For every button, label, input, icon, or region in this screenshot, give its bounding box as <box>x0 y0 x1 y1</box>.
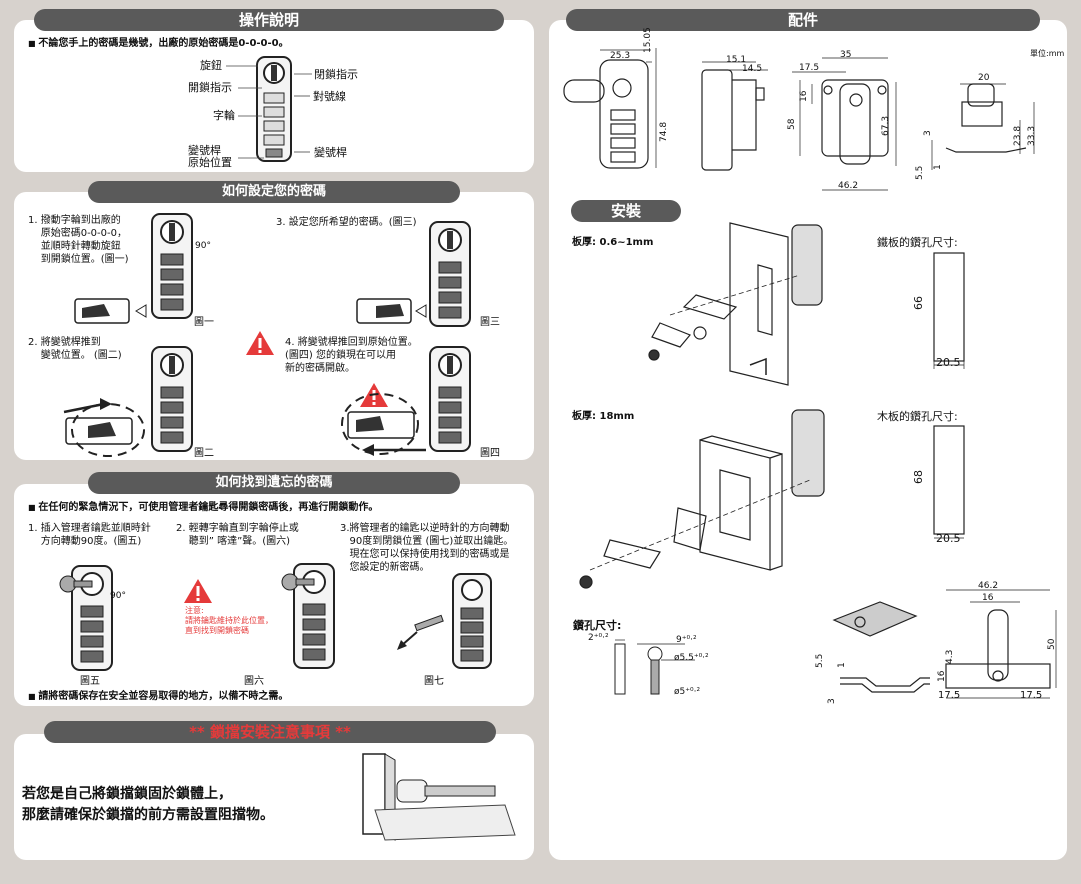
set-step-3: 3. 設定您所希望的密碼。(圖三) <box>276 217 417 228</box>
parts-title: 配件 <box>566 9 1040 31</box>
dim-35: 35 <box>840 50 852 60</box>
find-step-1: 1. 插入管理者鑰匙並順時針 方向轉動90度。(圖五) <box>28 523 151 547</box>
install-note-title: ** 鎖擋安裝注意事項 ** <box>44 721 496 743</box>
bracket-dim-17-5a: 17.5 <box>938 690 961 701</box>
figure-1-lock <box>151 213 193 319</box>
dim-74-8: 74.8 <box>659 121 669 142</box>
warning-icon <box>246 331 274 355</box>
figure-5-lock <box>59 565 113 671</box>
fig7-label: 圖七 <box>424 676 444 687</box>
thick-plate-label: 板厚: 18mm <box>572 411 635 422</box>
install-note-card <box>14 734 534 860</box>
label-change-lever-origin: 變號桿 原始位置 <box>188 144 232 169</box>
dim-5-5: 5.5 <box>915 165 925 180</box>
find-note: 注意: 請將鑰匙維持於此位置， 直到找到開鎖密碼 <box>185 606 273 635</box>
bracket-dim-46-2: 46.2 <box>978 581 999 591</box>
figure-3-lever <box>356 298 427 324</box>
set-step-2: 2. 將變號桿推到 變號位置。 (圖二) <box>28 337 122 361</box>
install-note-diagram <box>362 753 516 841</box>
install-note-text: 若您是自己將鎖擋鎖固於鎖體上， 那麼請確保於鎖擋的前方需設置阻擋物。 <box>22 786 274 823</box>
fig3-label: 圖三 <box>480 317 500 328</box>
set-step-4: 4. 將變號桿推回到原始位置。 (圖四) 您的鎖現在可以用 新的密碼開啟。 <box>285 337 418 374</box>
bracket-drawings <box>832 589 1057 699</box>
set-code-title: 如何設定您的密碼 <box>88 181 460 203</box>
bracket-dim-3: 3 <box>827 698 837 704</box>
label-dial: 字輪 <box>213 109 235 122</box>
dim-68: 68 <box>912 470 925 484</box>
drill-label: 鑽孔尺寸: <box>573 619 622 632</box>
dim-46-2: 46.2 <box>838 181 859 191</box>
dim-25-3: 25.3 <box>610 51 631 61</box>
find-step-2: 2. 輕轉字輪直到字輪停止或 聽到” 喀達”聲。(圖六) <box>176 523 299 547</box>
bracket-dim-5-5: 5.5 <box>815 653 825 668</box>
warning-icon-2 <box>184 579 212 603</box>
fig5-label: 圖五 <box>80 676 100 687</box>
label-change-lever: 變號桿 <box>314 146 347 159</box>
dim-20-5-iron: 20.5 <box>936 356 961 369</box>
dim-15-05: 15.05 <box>643 27 653 53</box>
bracket-dim-50: 50 <box>1047 638 1057 650</box>
dim-66: 66 <box>912 296 925 310</box>
install-title: 安裝 <box>571 200 681 222</box>
drill-dim-b: 9⁺⁰·² <box>676 635 697 645</box>
find-step-3: 3.將管理者的鑰匙以逆時針的方向轉動 90度到閉鎖位置 (圖七)並取出鑰匙。 現… <box>340 523 514 573</box>
figure-7-lock <box>397 573 492 669</box>
dim-14-5: 14.5 <box>742 64 763 74</box>
figure-2-lock <box>151 346 193 452</box>
dim-16: 16 <box>799 90 809 102</box>
dim-20-5-wood: 20.5 <box>936 532 961 545</box>
operation-title: 操作說明 <box>34 9 504 31</box>
dim-33-3: 33.3 <box>1027 125 1037 146</box>
drill-dim-a: 2⁺⁰·² <box>588 633 609 643</box>
dim-17-5: 17.5 <box>799 63 820 73</box>
bracket-dim-16: 16 <box>982 593 994 603</box>
find-code-intro: 在任何的緊急情況下，可使用管理者鑰匙尋得開鎖密碼後，再進行開鎖動作。 <box>28 501 378 514</box>
fig4-label: 圖四 <box>480 448 500 459</box>
dim-20: 20 <box>978 73 990 83</box>
figure-3-lock <box>429 221 471 327</box>
dim-58: 58 <box>787 118 797 130</box>
fig1-label: 圖一 <box>194 317 214 328</box>
wood-hole-label: 木板的鑽孔尺寸: <box>877 410 958 423</box>
fig1-angle: 90° <box>195 241 211 251</box>
figure-2-lever <box>63 398 145 457</box>
parts-technical-drawings <box>563 48 1035 191</box>
lock-front-diagram <box>256 56 292 162</box>
bracket-dim-17-5b: 17.5 <box>1020 690 1043 701</box>
bracket-dim-1: 1 <box>837 662 847 668</box>
drill-dim-d: ø5⁺⁰·² <box>674 687 701 697</box>
figure-4-lever <box>341 383 426 456</box>
operation-leader-lines <box>226 65 312 159</box>
iron-hole-drawing <box>933 252 965 369</box>
operation-intro: 不論您手上的密碼是幾號，出廠的原始密碼是0-0-0-0。 <box>28 37 288 50</box>
figure-6-lock <box>281 563 335 669</box>
label-align-line: 對號線 <box>313 90 346 103</box>
label-lock-indicator: 閉鎖指示 <box>314 68 358 81</box>
figure-1-lever <box>74 298 147 324</box>
thin-plate-install-diagram <box>648 222 823 386</box>
parts-unit: 單位:mm <box>1030 49 1065 58</box>
bracket-dim-16b: 16 <box>937 670 947 682</box>
set-step-1: 1. 撥動字輪到出廠的 原始密碼0-0-0-0， 並順時針轉動旋鈕 到開鎖位置。… <box>28 215 129 265</box>
dim-67-3: 67.3 <box>881 115 891 136</box>
fig6-label: 圖六 <box>244 676 264 687</box>
dim-1: 1 <box>933 164 943 170</box>
bracket-dim-4-3: 4.3 <box>945 649 955 664</box>
wood-hole-drawing <box>933 425 965 539</box>
drill-hole-drawing <box>614 639 695 695</box>
iron-hole-label: 鐵板的鑽孔尺寸: <box>877 236 958 249</box>
dim-15-1: 15.1 <box>726 55 747 65</box>
find-code-title: 如何找到遺忘的密碼 <box>88 472 460 494</box>
fig5-angle: 90° <box>110 591 126 601</box>
thin-plate-label: 板厚: 0.6~1mm <box>572 237 654 248</box>
drill-dim-c: ø5.5⁺⁰·² <box>674 653 709 663</box>
dim-3: 3 <box>923 130 933 136</box>
fig2-label: 圖二 <box>194 448 214 459</box>
find-code-footer: 請將密碼保存在安全並容易取得的地方，以備不時之需。 <box>28 690 288 703</box>
dim-23-8: 23.8 <box>1013 125 1023 146</box>
figure-4-lock <box>429 346 471 452</box>
thick-plate-install-diagram <box>579 409 825 589</box>
label-knob: 旋鈕 <box>200 59 222 72</box>
label-unlock-indicator: 開鎖指示 <box>188 81 232 94</box>
